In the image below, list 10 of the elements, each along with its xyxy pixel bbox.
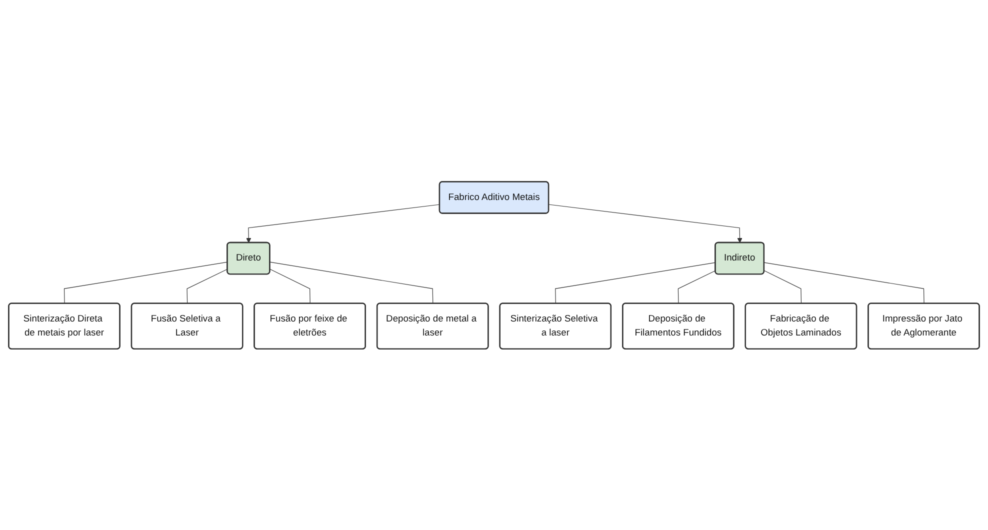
connector [186,268,228,304]
connector [64,261,228,304]
connector [270,261,434,304]
arrow [246,204,440,243]
connector [678,270,716,304]
connector [764,270,802,304]
arrow [548,204,742,243]
connector [555,262,716,304]
connector [764,262,924,304]
connector [270,268,310,304]
